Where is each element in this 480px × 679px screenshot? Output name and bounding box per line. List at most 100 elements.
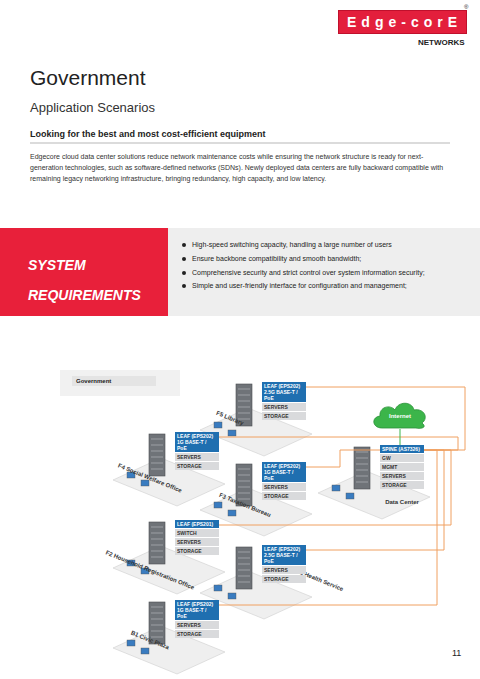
monitor [214,422,222,428]
floor-slab [318,471,430,519]
monitor [346,493,354,499]
rack-unit [151,539,163,540]
rack-unit [151,439,163,440]
rack-unit [356,464,368,465]
rack [236,547,252,589]
logo-subtitle: NETWORKS [418,38,465,47]
rack-unit [151,613,163,614]
rack-unit [238,475,250,476]
rack-unit [238,564,250,565]
rack-unit [356,452,368,453]
device-box: SERVERS [175,621,219,629]
subtitle: Application Scenarios [30,100,155,115]
node-text: SERVERS [264,484,304,490]
node-text: LEAF (EPS202) 1G BASE-T / PoE [264,463,304,481]
node-text: SYSTEM REQUIREMENTS [28,250,158,310]
device-box: STORAGE [262,412,306,420]
rack-unit [238,395,250,396]
bullet-item: Ensure backbone compatibility and smooth… [182,255,470,264]
rack-unit [151,533,163,534]
connector [400,429,401,445]
rack-unit [238,407,250,408]
bullet-item: Simple and user-friendly interface for c… [182,282,470,291]
node-text: STORAGE [264,413,304,419]
rack-unit [151,545,163,546]
node-text: STORAGE [177,548,217,554]
rack-unit [238,582,250,583]
node-text: STORAGE [177,463,217,469]
rack-unit [356,482,368,483]
node-text: SWITCH [177,530,217,536]
building-label: Data Center [385,499,419,505]
connector [306,387,465,450]
cloud-outline [374,403,425,428]
switch-box: SPINE (AS7326) [380,445,424,453]
node-text: GW [382,455,422,461]
switch-box: LEAF (EPS202) 2.5G BASE-T / PoE [262,382,306,402]
rack-unit [151,607,163,608]
switch-box: LEAF (EPS202) 2.5G BASE-T / PoE [262,545,306,565]
node-text: SERVERS [264,404,304,410]
rack-unit [238,552,250,553]
node-text: LEAF (EPS202) 2.5G BASE-T / PoE [264,383,304,401]
group-label: Government [72,376,156,386]
node-text: STORAGE [264,493,304,499]
node-text: STORAGE [382,482,422,488]
node-text: STORAGE [177,631,217,637]
rack-unit [238,481,250,482]
node-text: LEAF (EPS202) 1G BASE-T / PoE [177,601,217,619]
device-box: SERVERS [262,566,306,574]
device-box: MGMT [380,463,424,471]
bullet-item: Comprehensive security and strict contro… [182,269,470,278]
rack-unit [151,463,163,464]
connector [219,450,451,525]
node-text: SERVERS [177,622,217,628]
device-box: GW [380,454,424,462]
rack-unit [238,487,250,488]
rack-unit [238,413,250,414]
device-box: SERVERS [175,538,219,546]
device-box: STORAGE [175,630,219,638]
panel [60,370,180,396]
floor-slab [113,626,225,674]
rack [149,522,165,564]
device-box: SERVERS [262,403,306,411]
registered-mark: ® [464,4,468,10]
rack [149,434,165,476]
device-box: STORAGE [262,492,306,500]
rack-unit [356,476,368,477]
monitor [141,480,149,486]
monitor [228,430,236,436]
rack-unit [356,470,368,471]
node-text: SERVERS [382,473,422,479]
rack-unit [238,401,250,402]
connector [306,450,444,550]
node-text: SPINE (AS7326) [382,446,422,452]
rack-unit [238,570,250,571]
device-box: SERVERS [262,483,306,491]
monitor [127,640,135,646]
rack-unit [238,493,250,494]
rack-unit [151,469,163,470]
monitor [332,485,340,491]
node-text: SERVERS [264,567,304,573]
requirements-band: High-speed switching capacity, handling … [168,228,480,316]
rack-unit [151,557,163,558]
device-box: STORAGE [380,481,424,489]
rack-unit [151,551,163,552]
connector [219,450,437,605]
node-text: Internet [389,409,411,419]
switch-box: LEAF (EPS202) 1G BASE-T / PoE [262,462,306,482]
node-text: SERVERS [177,539,217,545]
floor-slab [113,546,225,594]
paragraph: Edgecore cloud data center solutions red… [30,152,452,185]
monitor [141,648,149,654]
rule-line [30,143,450,144]
device-box: SERVERS [380,472,424,480]
monitor [228,510,236,516]
rack-unit [151,631,163,632]
rack-unit [151,445,163,446]
rack-unit [238,558,250,559]
floor-slab [113,458,225,506]
node-text: LEAF (EPS201) [177,521,217,527]
